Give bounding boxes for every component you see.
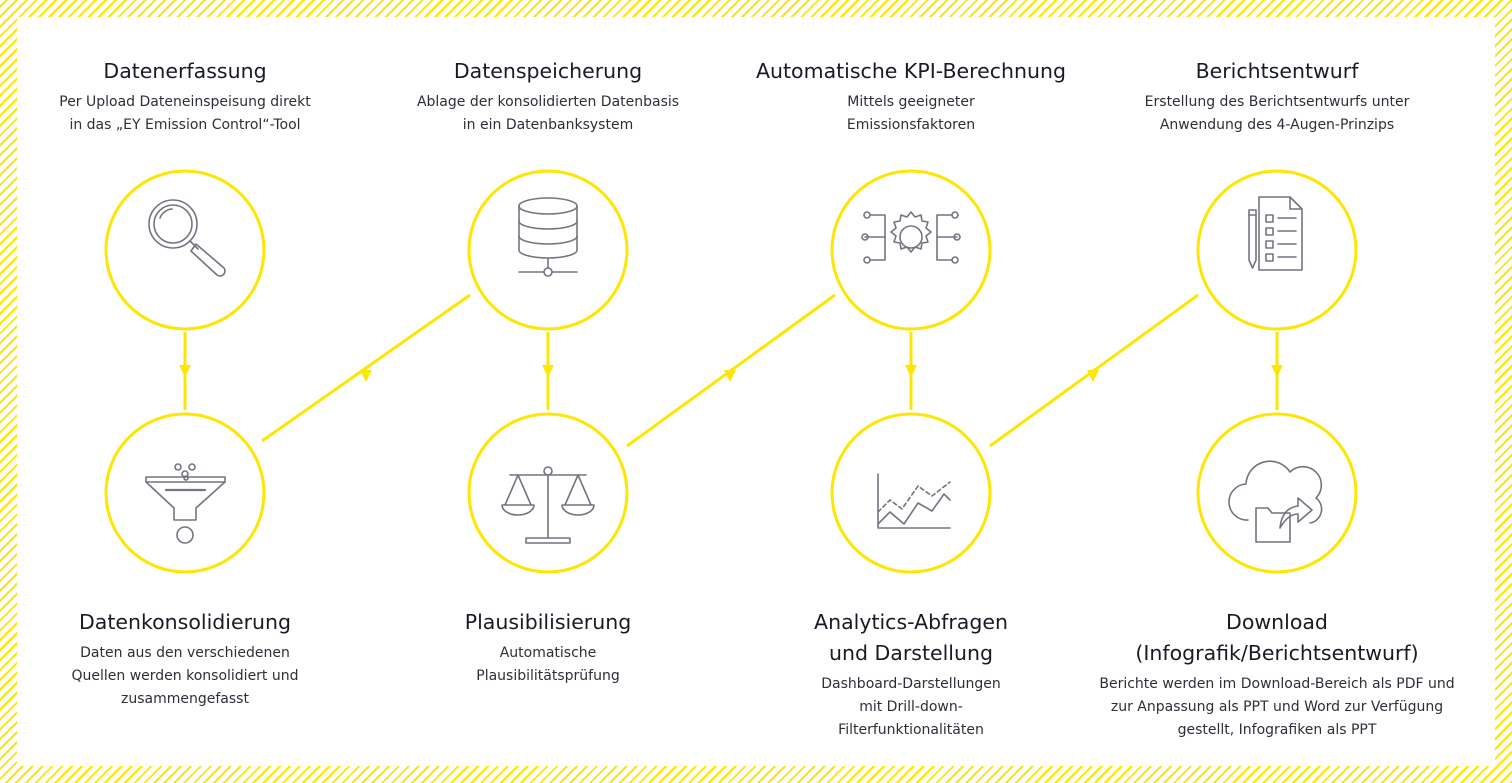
step-circle-3 (467, 169, 629, 331)
step-title: Analytics-Abfragen und Darstellung (814, 610, 1008, 665)
step-title: Datenspeicherung (453, 59, 643, 83)
step-description: Erstellung des Berichtsentwurfs unter An… (1144, 94, 1410, 133)
step-circle-2 (104, 412, 266, 574)
arrowheads (179, 365, 1283, 382)
step-description: Daten aus den verschiedenen Quellen werd… (71, 645, 299, 707)
arrowhead (905, 365, 917, 377)
arrowhead (1087, 370, 1099, 382)
step-plausibilisierung: Plausibilisierung Automatische Plausibil… (363, 607, 733, 688)
step-title: Datenerfassung (103, 59, 267, 83)
step-circle-8 (1196, 412, 1358, 574)
step-title: Berichtsentwurf (1195, 59, 1359, 83)
step-description: Mittels geeigneter Emissionsfaktoren (846, 94, 976, 133)
step-description: Per Upload Dateneinspeisung direkt in da… (59, 94, 311, 133)
funnel-icon (145, 463, 226, 544)
arrowhead (542, 365, 554, 377)
step-datenkonsolidierung: Datenkonsolidierung Daten aus den versch… (0, 607, 370, 711)
content-area (17, 17, 1495, 766)
step-circle-5 (830, 169, 992, 331)
step-circle-6 (830, 412, 992, 574)
scale-icon (501, 466, 595, 544)
step-title: Automatische KPI-Berechnung (756, 59, 1066, 83)
step-kpi-berechnung: Automatische KPI-Berechnung Mittels geei… (716, 56, 1106, 137)
step-download: Download (Infografik/Berichtsentwurf) Be… (1042, 607, 1512, 742)
step-title: Download (Infografik/Berichtsentwurf) (1135, 610, 1419, 665)
step-datenerfassung: Datenerfassung Per Upload Dateneinspeisu… (0, 56, 370, 137)
step-circle-7 (1196, 169, 1358, 331)
step-title: Plausibilisierung (464, 610, 632, 634)
cloud-download-icon (1228, 460, 1323, 543)
step-berichtsentwurf: Berichtsentwurf Erstellung des Berichtse… (1092, 56, 1462, 137)
gear-network-icon (861, 211, 961, 264)
step-datenspeicherung: Datenspeicherung Ablage der konsolidiert… (363, 56, 733, 137)
database-icon (518, 197, 578, 277)
magnifier-icon (148, 199, 226, 277)
checklist-icon (1248, 196, 1303, 271)
step-description: Automatische Plausibilitätsprüfung (476, 645, 620, 684)
step-analytics: Analytics-Abfragen und Darstellung Dashb… (726, 607, 1096, 742)
arrowhead (179, 365, 191, 377)
connector-2-3 (261, 293, 471, 443)
step-description: Dashboard-Darstellungen mit Drill-down- … (821, 676, 1001, 738)
arrowhead (724, 370, 736, 382)
arrowhead (1271, 365, 1283, 377)
step-title: Datenkonsolidierung (78, 610, 292, 634)
step-description: Berichte werden im Download-Bereich als … (1099, 676, 1455, 738)
step-description: Ablage der konsolidierten Datenbasis in … (416, 94, 680, 133)
step-circle-1 (104, 169, 266, 331)
line-chart-icon (877, 473, 951, 529)
arrowhead (360, 370, 372, 382)
